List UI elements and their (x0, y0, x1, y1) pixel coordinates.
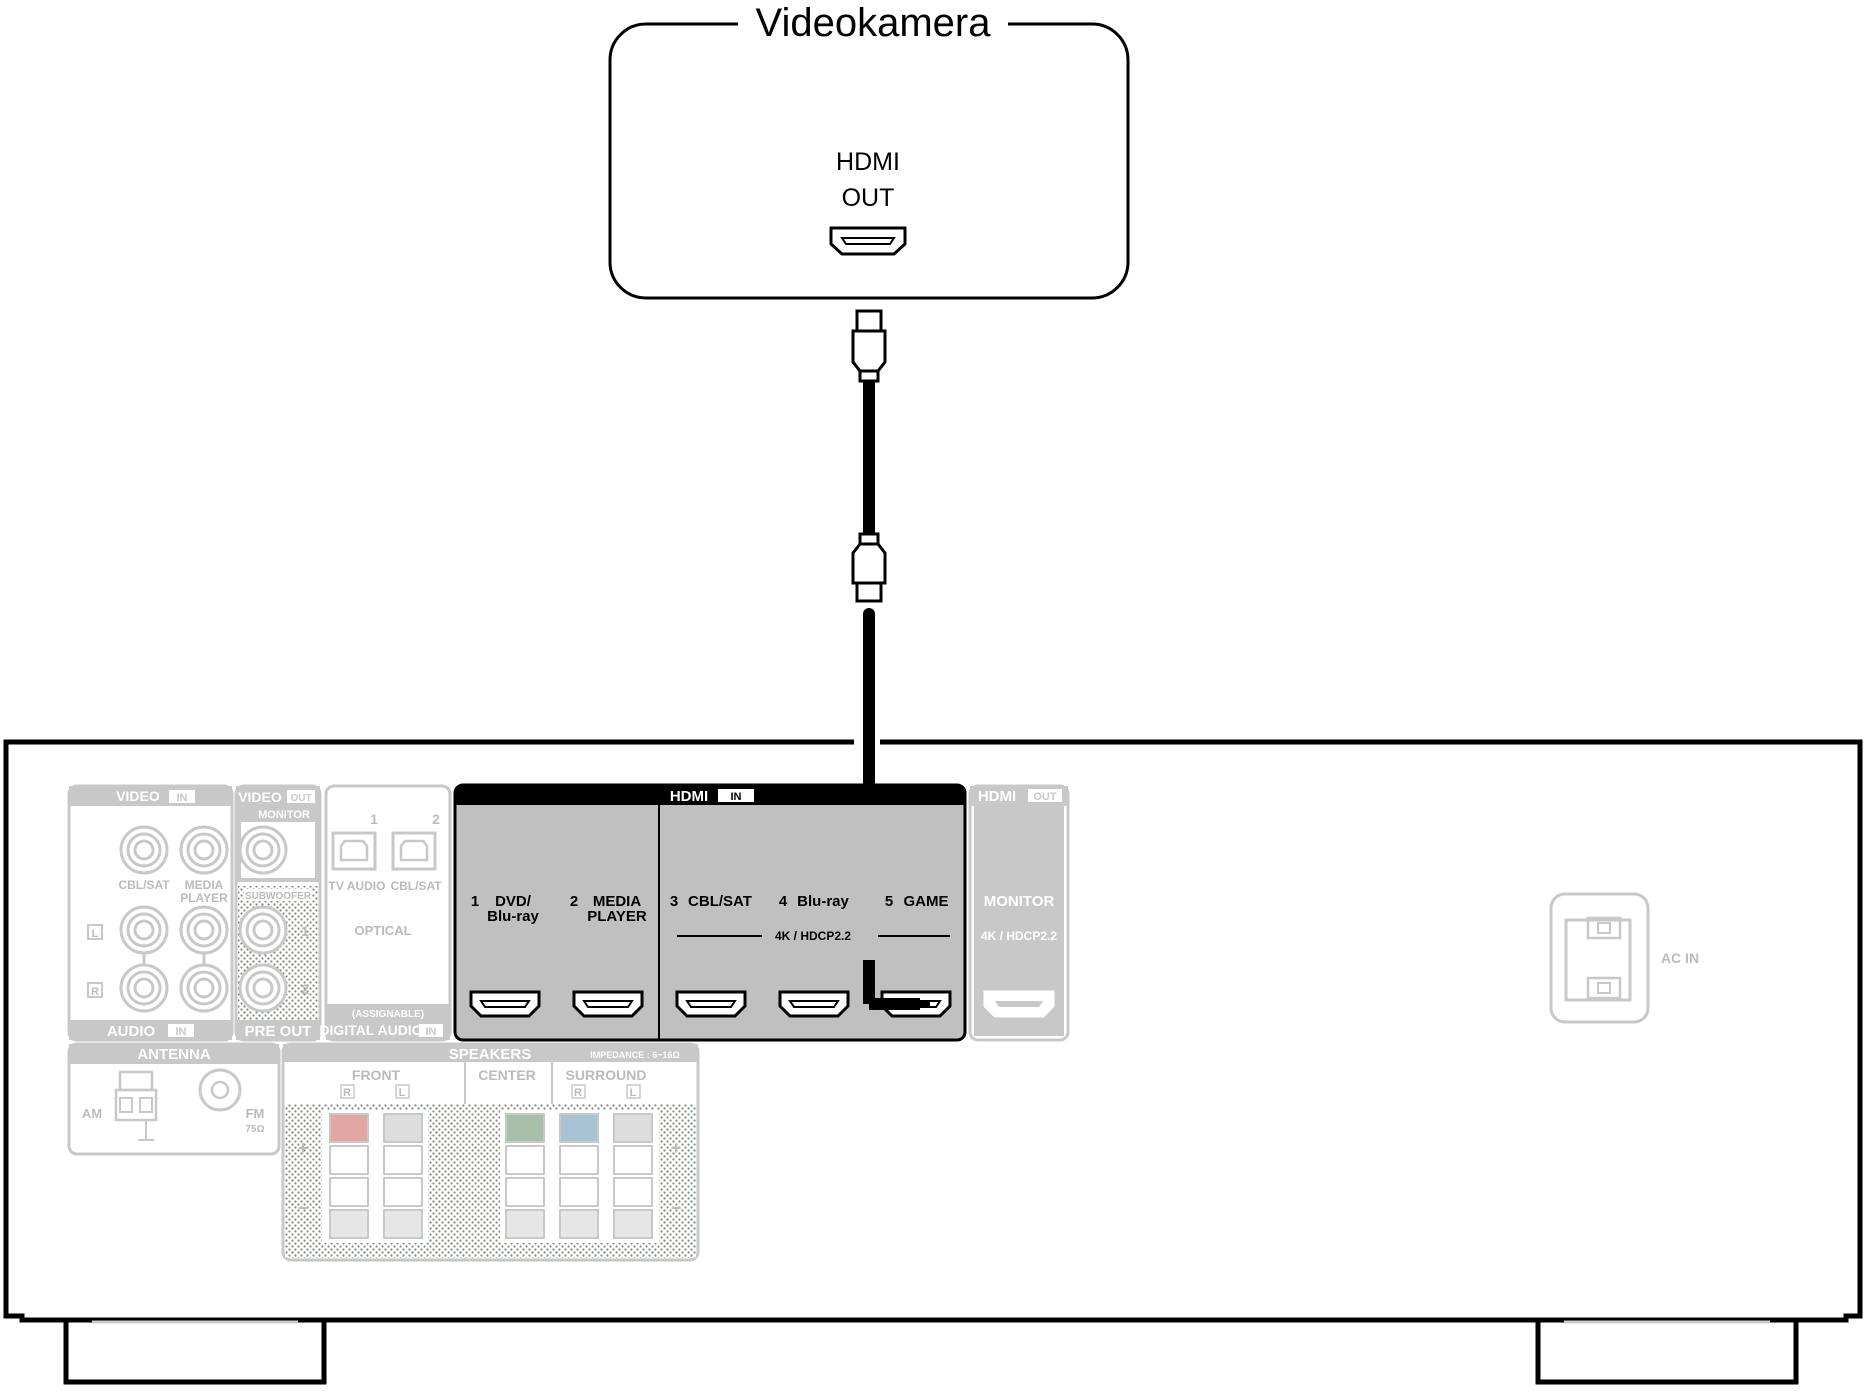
video-in-title: VIDEO (116, 788, 160, 804)
hdmi-3-number: 3 (670, 893, 678, 910)
hdmi-in-1-port[interactable] (469, 990, 541, 1018)
fm-ohm-label: 75Ω (245, 1124, 264, 1135)
center-surround-speaker-terminals[interactable] (505, 1113, 653, 1239)
optical-1-number: 1 (370, 811, 378, 827)
speakers-title: SPEAKERS (449, 1046, 532, 1063)
camera-hdmi-out-port[interactable] (829, 226, 907, 256)
surround-minus-label: − (671, 1198, 682, 1218)
video-in-cbl-sat-label: CBL/SAT (118, 878, 170, 892)
ac-in-socket[interactable] (1549, 892, 1650, 1024)
hdmi-1-number: 1 (471, 893, 479, 910)
front-label: FRONT (352, 1067, 401, 1083)
assignable-label: (ASSIGNABLE) (352, 1009, 424, 1020)
surround-plus-label: + (671, 1138, 682, 1158)
antenna-title: ANTENNA (137, 1046, 210, 1063)
hdmi-in-2-port[interactable] (572, 990, 644, 1018)
front-speaker-terminals[interactable] (329, 1113, 423, 1239)
impedance-label: IMPEDANCE : 6~16Ω (590, 1050, 680, 1060)
hdmi-3-label: CBL/SAT (688, 893, 752, 910)
subwoofer-title: SUBWOOFER (245, 891, 312, 902)
hdmi-out-monitor-port[interactable] (983, 990, 1055, 1018)
optical-cbl-sat-label: CBL/SAT (390, 879, 442, 893)
antenna-section: ANTENNA AM FM 75Ω (67, 1042, 281, 1156)
hdmi-5-label: GAME (904, 893, 949, 910)
front-minus-label: − (298, 1198, 309, 1218)
hdmi-2-label-line1: MEDIA (593, 893, 642, 910)
av-receiver-back-panel (3, 739, 1863, 1385)
hdmi-2-number: 2 (570, 893, 578, 910)
optical-label: OPTICAL (354, 923, 411, 938)
subwoofer-1-label: 1 (301, 923, 309, 939)
ac-in-section: AC IN (1549, 892, 1699, 1024)
pre-out-title: PRE OUT (245, 1023, 312, 1040)
videokamera-device: Videokamera HDMI OUT (608, 0, 1130, 300)
camera-port-label-1: HDMI (836, 148, 900, 176)
ac-in-label: AC IN (1661, 950, 1699, 966)
hdmi-in-badge: IN (731, 791, 742, 803)
hdmi-out-hdcp-label: 4K / HDCP2.2 (981, 929, 1057, 943)
cable-plug-in-port-5 (863, 960, 930, 1010)
video-out-title: VIDEO (238, 789, 282, 805)
optical-cbl-sat-jack[interactable] (391, 831, 437, 871)
hdmi-in-3-port[interactable] (675, 990, 747, 1018)
hdmi-out-monitor-label: MONITOR (984, 893, 1055, 910)
digital-audio-badge: IN (426, 1026, 437, 1038)
video-out-monitor-label: MONITOR (258, 809, 310, 821)
video-audio-in-section: VIDEO IN CBL/SAT MEDIA PLAYER L R AUDIO … (67, 784, 234, 1042)
digital-audio-title: DIGITAL AUDIO (319, 1022, 422, 1038)
hdmi-in-hdcp-label: 4K / HDCP2.2 (775, 929, 851, 943)
channel-l-label: L (92, 928, 99, 940)
channel-r-label: R (91, 986, 99, 998)
camera-title: Videokamera (756, 1, 992, 45)
optical-2-number: 2 (432, 811, 440, 827)
hdmi-2-label-line2: PLAYER (587, 908, 647, 925)
surround-label: SURROUND (566, 1067, 647, 1083)
front-r-label: R (343, 1087, 351, 1099)
fm-label: FM (246, 1106, 265, 1121)
optical-tv-audio-jack[interactable] (331, 831, 377, 871)
am-antenna-terminal[interactable] (114, 1070, 158, 1141)
surround-r-label: R (574, 1087, 582, 1099)
hdmi-out-badge: OUT (1033, 791, 1057, 803)
audio-in-title: AUDIO (107, 1023, 156, 1040)
video-out-badge: OUT (290, 793, 311, 804)
video-in-badge: IN (177, 792, 188, 804)
front-plus-label: + (298, 1138, 309, 1158)
hdmi-in-title: HDMI (670, 788, 708, 805)
camera-port-label-2: OUT (842, 184, 895, 212)
am-label: AM (82, 1106, 102, 1121)
digital-audio-in-section: 1 2 TV AUDIO CBL/SAT OPTICAL (ASSIGNABLE… (319, 784, 452, 1042)
hdmi-out-title: HDMI (978, 788, 1016, 805)
video-out-pre-out-section: VIDEO OUT MONITOR SUBWOOFER 1 2 PRE OUT (234, 784, 322, 1042)
hdmi-in-4-port[interactable] (778, 990, 850, 1018)
hdmi-1-label-line2: Blu-ray (487, 908, 539, 925)
video-in-media-player-label: MEDIA (185, 878, 224, 892)
hdmi-1-label-line1: DVD/ (495, 893, 532, 910)
front-l-label: L (399, 1087, 406, 1099)
svg-text:PLAYER: PLAYER (180, 891, 228, 905)
audio-in-badge: IN (176, 1026, 187, 1038)
fm-antenna-terminal[interactable] (198, 1068, 242, 1112)
hdmi-in-section: HDMI IN 1 DVD/ Blu-ray 2 MEDIA PLAYER 3 … (453, 783, 967, 1042)
surround-l-label: L (630, 1087, 637, 1099)
center-label: CENTER (478, 1067, 536, 1083)
speakers-section: SPEAKERS IMPEDANCE : 6~16Ω FRONT CENTER … (281, 1042, 700, 1262)
hdmi-out-section: HDMI OUT MONITOR 4K / HDCP2.2 (968, 784, 1070, 1042)
hdmi-4-number: 4 (779, 893, 788, 910)
optical-tv-audio-label: TV AUDIO (329, 879, 386, 893)
hdmi-5-number: 5 (885, 893, 893, 910)
hdmi-4-label: Blu-ray (797, 893, 849, 910)
subwoofer-2-label: 2 (301, 981, 309, 997)
